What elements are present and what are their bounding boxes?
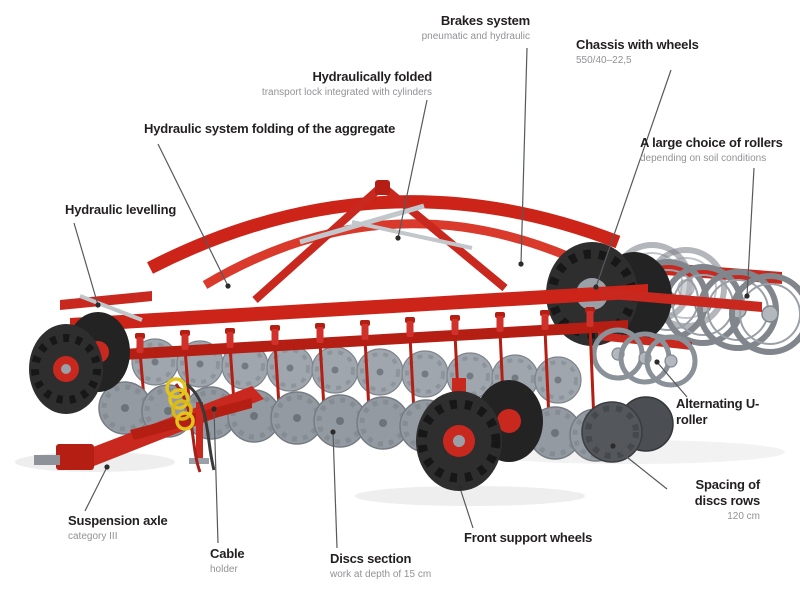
callout-spacing: Spacing of discs rows 120 cm [660, 477, 760, 523]
callout-levelling: Hydraulic levelling [65, 202, 176, 218]
callout-suspension-subtitle: category III [68, 530, 118, 542]
callout-folded-subtitle: transport lock integrated with cylinders [261, 86, 432, 98]
callout-discs: Discs section work at depth of 15 cm [330, 551, 431, 581]
callout-chassis-title: Chassis with wheels [576, 37, 699, 52]
callout-brakes: Brakes system pneumatic and hydraulic [421, 13, 531, 43]
callout-discs-title: Discs section [330, 551, 412, 566]
callout-suspension: Suspension axle category III [68, 513, 168, 543]
front-disc-row [99, 382, 674, 462]
callout-brakes-subtitle: pneumatic and hydraulic [421, 30, 530, 42]
callout-rollers-choice: A large choice of rollers depending on s… [640, 135, 783, 165]
leader-lines [73, 47, 755, 549]
callout-cable-title: Cable [210, 546, 245, 561]
callout-brakes-title: Brakes system [440, 13, 530, 28]
callout-folding-system-title: Hydraulic system folding of the aggregat… [144, 121, 396, 136]
front-support-wheels [416, 378, 543, 491]
callout-cable: Cable holder [210, 546, 245, 576]
callout-discs-subtitle: work at depth of 15 cm [330, 568, 432, 580]
callout-cable-subtitle: holder [210, 563, 238, 575]
callout-support-wheels-title: Front support wheels [464, 530, 593, 545]
left-wheels [29, 312, 130, 414]
u-roller [594, 330, 695, 385]
callout-chassis: Chassis with wheels 550/40–22,5 [576, 37, 699, 67]
spring-clamps [135, 307, 596, 423]
callout-folded: Hydraulically folded transport lock inte… [262, 69, 432, 99]
callout-u-roller: Alternating U-roller [676, 396, 762, 428]
callout-folding-system: Hydraulic system folding of the aggregat… [144, 121, 395, 137]
callout-suspension-title: Suspension axle [68, 513, 168, 528]
callout-rollers-choice-title: A large choice of rollers [640, 135, 783, 150]
callout-rollers-choice-subtitle: depending on soil conditions [640, 152, 767, 164]
callout-folded-title: Hydraulically folded [312, 69, 432, 84]
callout-spacing-subtitle: 120 cm [727, 510, 760, 522]
cable-coil [165, 377, 216, 473]
folded-wing-frame [147, 180, 621, 303]
callout-levelling-title: Hydraulic levelling [65, 202, 177, 217]
callout-u-roller-title: Alternating U-roller [676, 396, 760, 427]
callout-support-wheels: Front support wheels [464, 530, 592, 546]
callout-chassis-subtitle: 550/40–22,5 [576, 54, 632, 66]
callout-spacing-title: Spacing of discs rows [694, 477, 760, 508]
